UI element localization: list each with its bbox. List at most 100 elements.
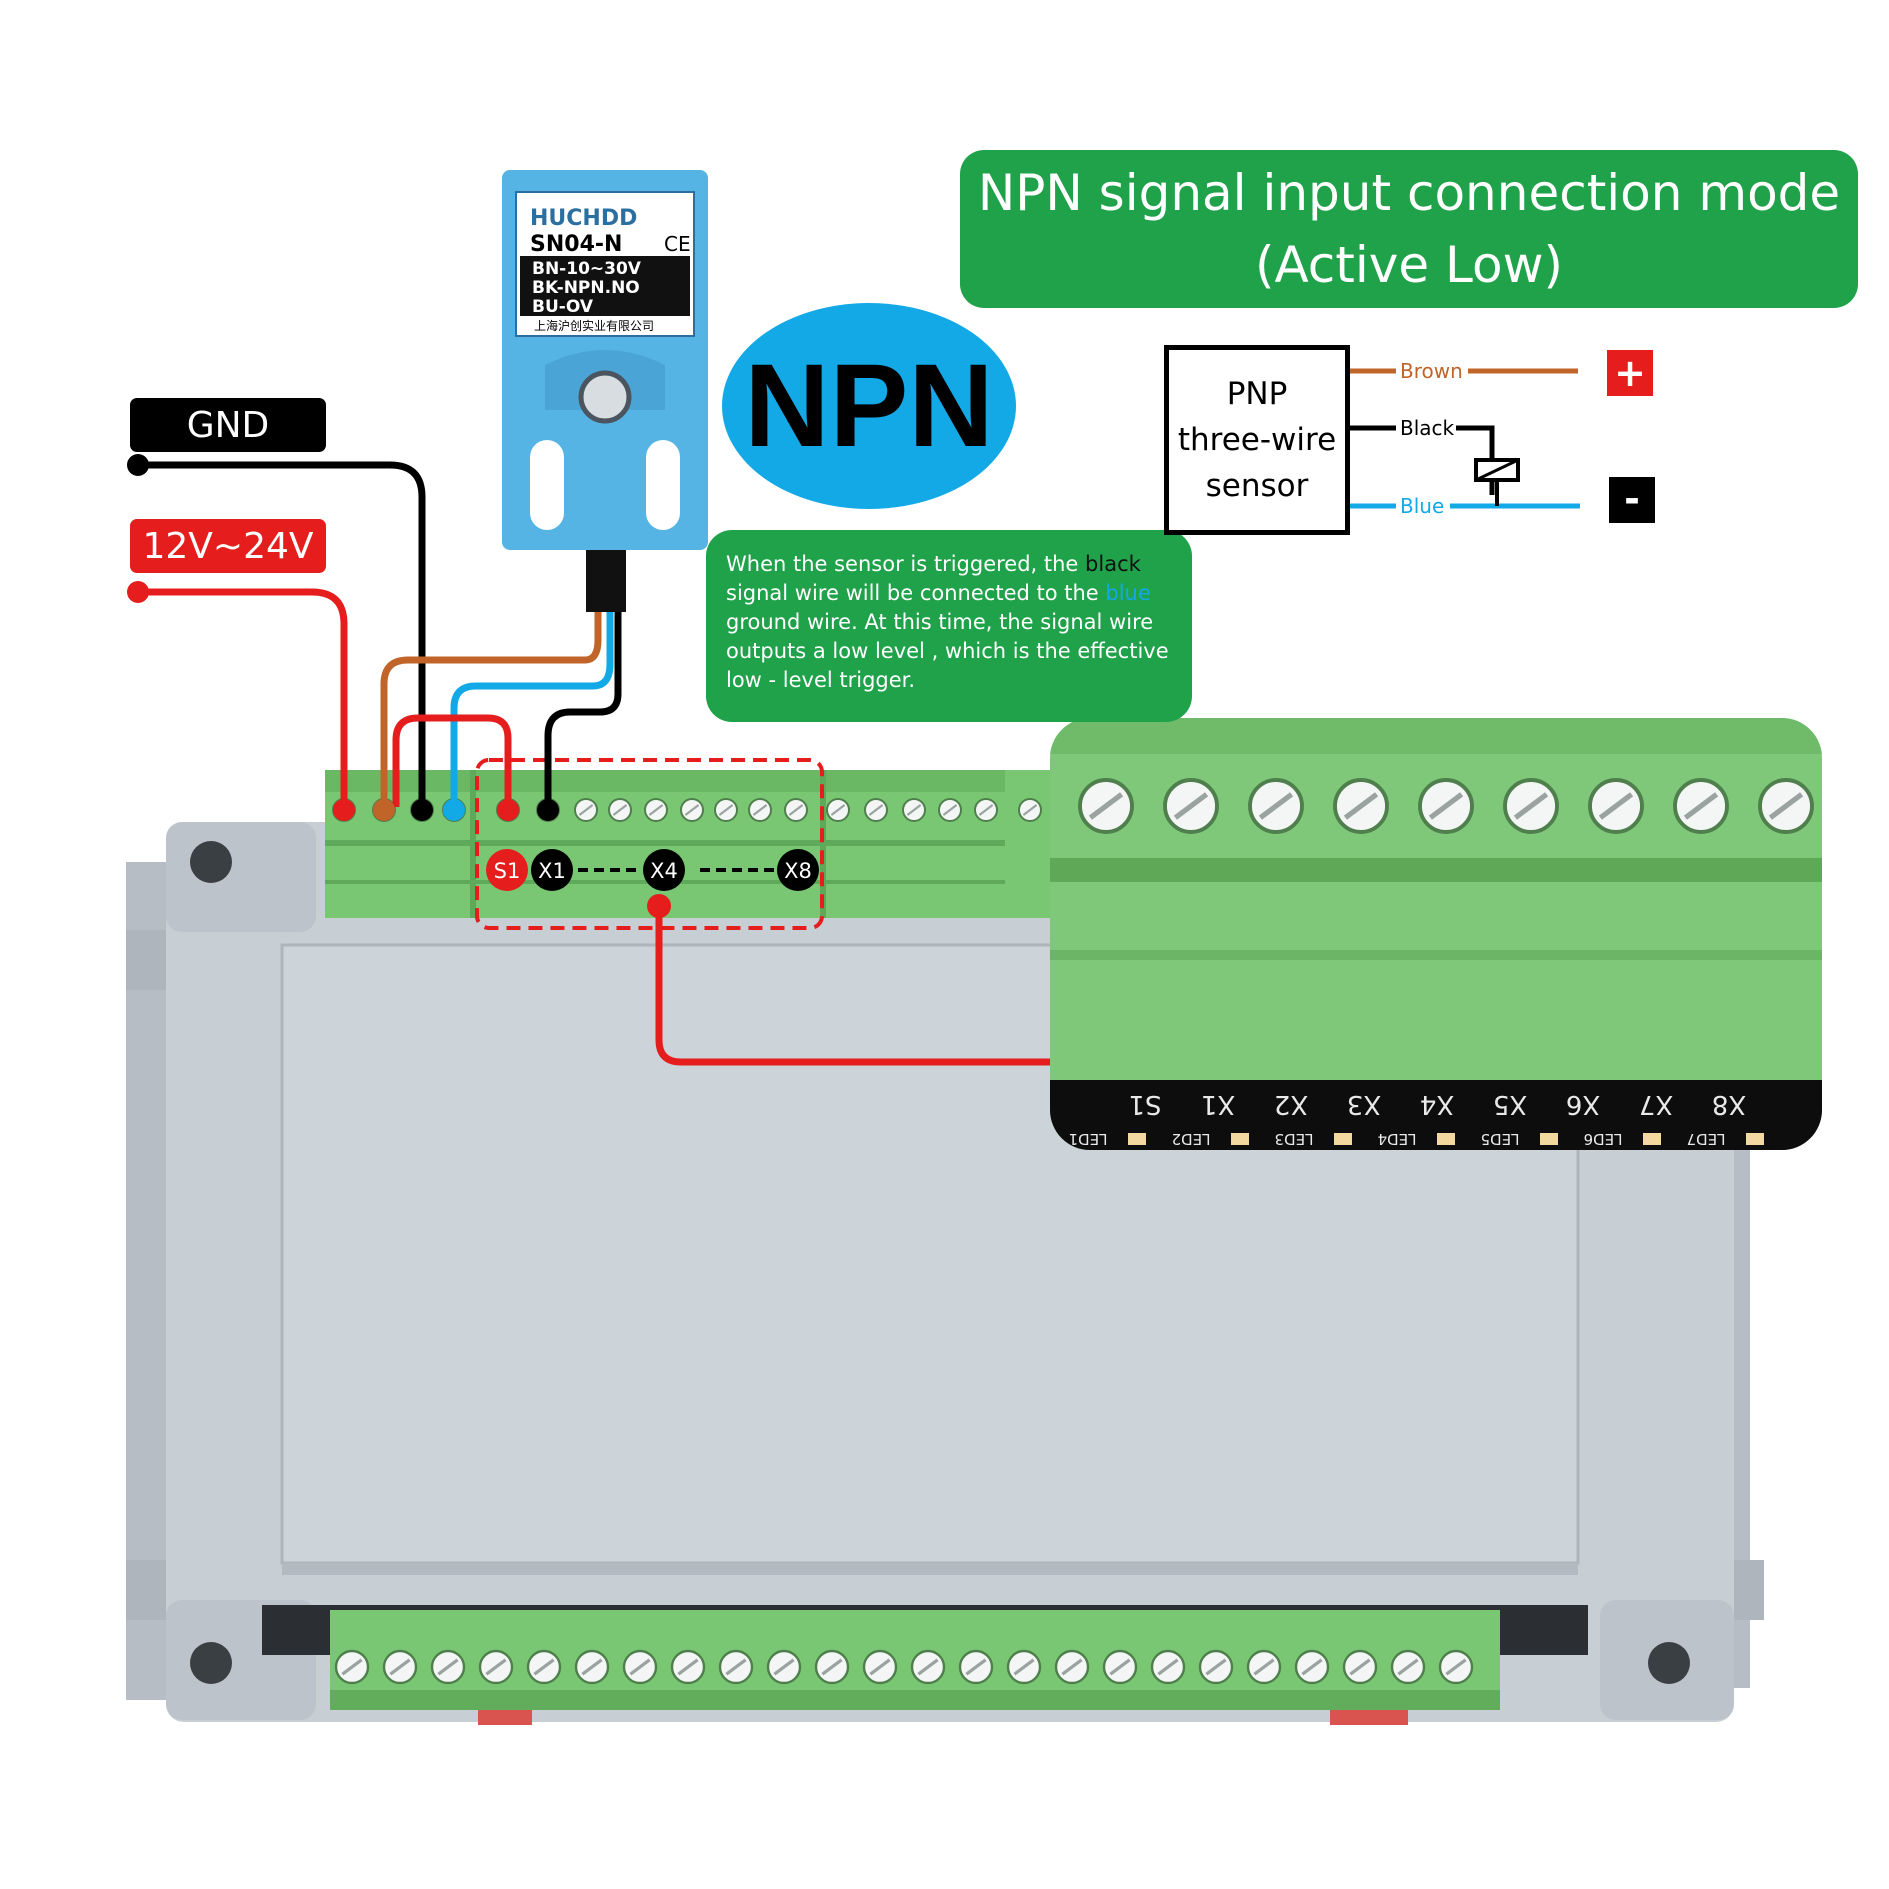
wiring [138,461,1078,1066]
zoom-input-label: X3 [1347,1089,1381,1119]
sensor-blue-wire [450,600,614,807]
s1-jumper-wire [392,714,512,807]
terminal-screw [382,1649,418,1685]
zoom-input-label: S1 [1128,1089,1161,1119]
terminal-x1-marker [531,849,573,891]
zoom-led [1231,1133,1249,1145]
zoom-pointer-wire [655,906,1078,1066]
mounting-hole [190,841,232,883]
negative-terminal [1609,477,1655,523]
terminal-screw [1588,778,1644,834]
terminal-screw [826,798,850,822]
mounting-hole [190,1642,232,1684]
sensor-maker: 上海沪创实业有限公司 [534,318,654,333]
input-highlight-frame [475,758,824,930]
zoom-led-label: LED5 [1481,1130,1520,1148]
bottom-terminal-block [330,1610,1500,1710]
diagram-title: NPN signal input connection mode (Active… [960,150,1858,308]
sensor-spec-line3: BU-OV [532,297,594,317]
npn-schematic: Brown Black Blue + - [1350,350,1655,523]
terminal-screw [902,798,926,822]
zoom-input-label: X7 [1639,1089,1673,1119]
sensor-box-line-2: three-wire [1177,422,1337,458]
zoom-led [1643,1133,1661,1145]
zoom-led-label: LED2 [1172,1130,1211,1148]
positive-terminal [1607,350,1653,396]
terminal-screw [430,1649,466,1685]
terminal-screw [1163,778,1219,834]
terminal-screw [1078,778,1134,834]
terminal-screw [766,1649,802,1685]
top-terminal-block [325,770,1055,918]
zoom-input-label: X1 [1201,1089,1235,1119]
terminal-screw [526,1649,562,1685]
zoom-led [1437,1133,1455,1145]
terminal-screw [814,1649,850,1685]
terminal-screw [1758,778,1814,834]
terminal-screw [1006,1649,1042,1685]
terminal-screw [680,798,704,822]
negative-sign: - [1624,477,1640,521]
wire-label-brown: Brown [1400,359,1463,383]
zoom-led-label: LED6 [1584,1130,1623,1148]
wire-label-black: Black [1400,416,1455,440]
terminal-screw [670,1649,706,1685]
terminal-screw [1198,1649,1234,1685]
terminal-screw [608,798,632,822]
terminal-screw [784,798,808,822]
mounting-hole [1648,1642,1690,1684]
terminal-screw [1248,778,1304,834]
title-line-1: NPN signal input connection mode [977,164,1841,222]
sensor-spec-line2: BK-NPN.NO [532,278,640,298]
title-line-2: (Active Low) [1254,236,1564,294]
zoom-led-label: LED1 [1069,1130,1108,1148]
terminal-screw [1503,778,1559,834]
terminal-x1-label: X1 [538,859,566,883]
terminal-screw [644,798,668,822]
gnd-tag: GND [130,398,326,452]
supply-wire [138,588,348,807]
terminal-screw [1673,778,1729,834]
terminal-screw [1333,778,1389,834]
terminal-screw [1418,778,1474,834]
terminal-screw [574,1649,610,1685]
terminal-x4-label: X4 [650,859,678,883]
terminal-screw [574,798,598,822]
mounting-slot [646,440,680,530]
terminal-screw [1018,798,1042,822]
terminal-screw [622,1649,658,1685]
note-text-2: signal wire will be connected to the [726,581,1106,605]
zoom-led [1746,1133,1764,1145]
proximity-sensor: HUCHDD SN04-N CE BN-10~30V BK-NPN.NO BU-… [502,170,708,612]
npn-badge: NPN [722,303,1016,509]
zoom-led [1128,1133,1146,1145]
zoom-input-label: X6 [1566,1089,1600,1119]
terminal-screw [1102,1649,1138,1685]
note-black-word: black [1085,552,1141,576]
terminal-s1-label: S1 [494,859,521,883]
terminal-screw [1342,1649,1378,1685]
zoom-led [1540,1133,1558,1145]
terminal-screw [1054,1649,1090,1685]
zoom-led-label: LED4 [1378,1130,1417,1148]
positive-sign: + [1614,351,1646,395]
terminal-screw [478,1649,514,1685]
terminal-screw [718,1649,754,1685]
sensor-black-wire [544,600,622,807]
wire-label-blue: Blue [1400,494,1444,518]
mounting-slot [530,440,564,530]
terminal-screw [958,1649,994,1685]
schematic-sensor-box: PNP three-wire sensor [1164,345,1350,535]
terminal-screw [1150,1649,1186,1685]
zoom-input-label: X2 [1274,1089,1308,1119]
terminal-screw [748,798,772,822]
terminal-screws [334,1649,1474,1685]
note-text-3: ground wire. At this time, the signal wi… [726,610,1169,692]
sensing-face [578,370,632,424]
terminal-x4-marker [643,849,685,891]
terminal-x8-marker [777,849,819,891]
note-blue-word: blue [1105,581,1151,605]
